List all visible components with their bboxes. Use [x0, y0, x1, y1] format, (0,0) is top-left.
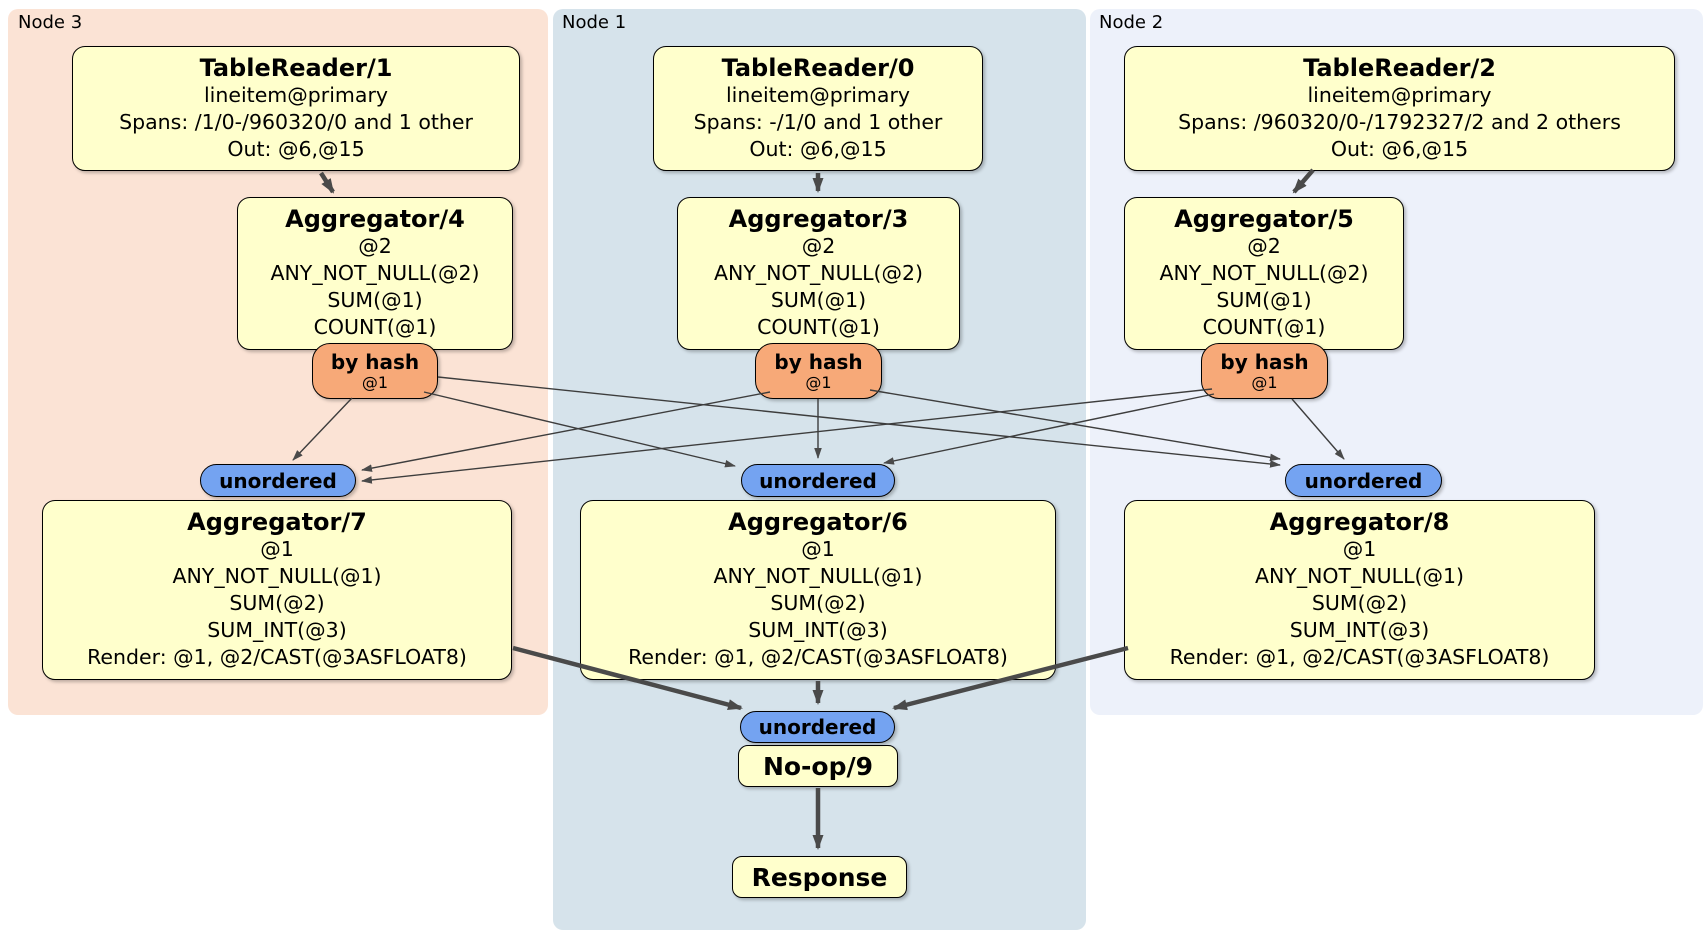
processor-response: Response: [732, 856, 907, 898]
processor-title: Aggregator/5: [1174, 205, 1354, 233]
processor-line: SUM(@2): [229, 591, 325, 615]
processor-line: SUM(@2): [1311, 591, 1408, 615]
processor-tablereader-1: TableReader/1 lineitem@primary Spans: /1…: [72, 46, 520, 171]
processor-line: SUM(@1): [770, 288, 867, 312]
processor-line: Render: @1, @2/CAST(@3ASFLOAT8): [1169, 645, 1550, 669]
processor-line: Render: @1, @2/CAST(@3ASFLOAT8): [628, 645, 1008, 669]
processor-line: SUM(@2): [770, 591, 866, 615]
processor-line: @2: [1247, 234, 1281, 258]
processor-line: ANY_NOT_NULL(@2): [713, 261, 924, 285]
processor-noop: No-op/9: [738, 745, 898, 787]
processor-line: @1: [1342, 537, 1377, 561]
processor-title: Aggregator/8: [1269, 508, 1450, 536]
sync-unordered-final: unordered: [740, 711, 895, 743]
processor-line: COUNT(@1): [1202, 315, 1326, 339]
processor-line: Spans: -/1/0 and 1 other: [693, 109, 943, 134]
processor-aggregator-6: Aggregator/6 @1 ANY_NOT_NULL(@1) SUM(@2)…: [580, 500, 1056, 680]
processor-line: SUM(@1): [1216, 288, 1312, 312]
processor-line: Spans: /1/0-/960320/0 and 1 other: [119, 109, 473, 134]
processor-line: ANY_NOT_NULL(@1): [172, 564, 382, 588]
router-label: by hash: [1220, 349, 1309, 374]
processor-line: @2: [358, 234, 392, 258]
processor-line: ANY_NOT_NULL(@1): [1254, 564, 1465, 588]
processor-line: Out: @6,@15: [227, 136, 365, 161]
processor-line: SUM_INT(@3): [1289, 618, 1430, 642]
processor-line: ANY_NOT_NULL(@1): [713, 564, 923, 588]
processor-line: Out: @6,@15: [749, 136, 887, 161]
processor-title: Aggregator/3: [728, 205, 909, 233]
node-3-label: Node 3: [18, 12, 83, 33]
processor-title: Aggregator/6: [728, 508, 908, 536]
processor-line: COUNT(@1): [757, 315, 880, 339]
processor-line: Out: @6,@15: [1330, 136, 1469, 161]
processor-title: TableReader/0: [721, 53, 915, 82]
processor-title: TableReader/1: [199, 53, 393, 82]
router-detail: @1: [805, 372, 832, 392]
processor-title: Response: [751, 862, 888, 892]
router-by-hash-middle: by hash @1: [755, 343, 882, 399]
processor-aggregator-7: Aggregator/7 @1 ANY_NOT_NULL(@1) SUM(@2)…: [42, 500, 512, 680]
processor-line: @1: [801, 537, 835, 561]
router-by-hash-right: by hash @1: [1201, 343, 1328, 399]
processor-aggregator-4: Aggregator/4 @2 ANY_NOT_NULL(@2) SUM(@1)…: [237, 197, 513, 350]
processor-line: @2: [801, 234, 836, 258]
processor-aggregator-3: Aggregator/3 @2 ANY_NOT_NULL(@2) SUM(@1)…: [677, 197, 960, 350]
processor-line: Spans: /960320/0-/1792327/2 and 2 others: [1178, 109, 1621, 134]
processor-title: TableReader/2: [1303, 53, 1496, 82]
processor-aggregator-5: Aggregator/5 @2 ANY_NOT_NULL(@2) SUM(@1)…: [1124, 197, 1404, 350]
processor-line: ANY_NOT_NULL(@2): [1159, 261, 1369, 285]
sync-unordered-left: unordered: [200, 464, 356, 497]
processor-line: SUM_INT(@3): [207, 618, 347, 642]
processor-line: @1: [260, 537, 294, 561]
processor-line: lineitem@primary: [725, 82, 911, 107]
router-label: by hash: [330, 349, 420, 374]
sync-unordered-right: unordered: [1285, 464, 1442, 497]
processor-title: No-op/9: [762, 751, 874, 781]
processor-title: Aggregator/7: [187, 508, 367, 536]
router-label: by hash: [774, 349, 863, 374]
processor-tablereader-0: TableReader/0 lineitem@primary Spans: -/…: [653, 46, 983, 171]
router-detail: @1: [1251, 372, 1278, 392]
sync-unordered-middle: unordered: [741, 464, 895, 497]
processor-line: ANY_NOT_NULL(@2): [270, 261, 480, 285]
processor-line: COUNT(@1): [313, 315, 437, 339]
processor-line: SUM_INT(@3): [748, 618, 888, 642]
node-1-label: Node 1: [562, 12, 627, 33]
processor-tablereader-2: TableReader/2 lineitem@primary Spans: /9…: [1124, 46, 1675, 171]
router-by-hash-left: by hash @1: [312, 343, 438, 399]
processor-line: SUM(@1): [327, 288, 423, 312]
node-2-label: Node 2: [1099, 12, 1164, 33]
router-detail: @1: [361, 372, 389, 392]
processor-line: lineitem@primary: [203, 82, 389, 107]
processor-title: Aggregator/4: [285, 205, 465, 233]
processor-line: Render: @1, @2/CAST(@3ASFLOAT8): [87, 645, 467, 669]
processor-line: lineitem@primary: [1307, 82, 1492, 107]
processor-aggregator-8: Aggregator/8 @1 ANY_NOT_NULL(@1) SUM(@2)…: [1124, 500, 1595, 680]
